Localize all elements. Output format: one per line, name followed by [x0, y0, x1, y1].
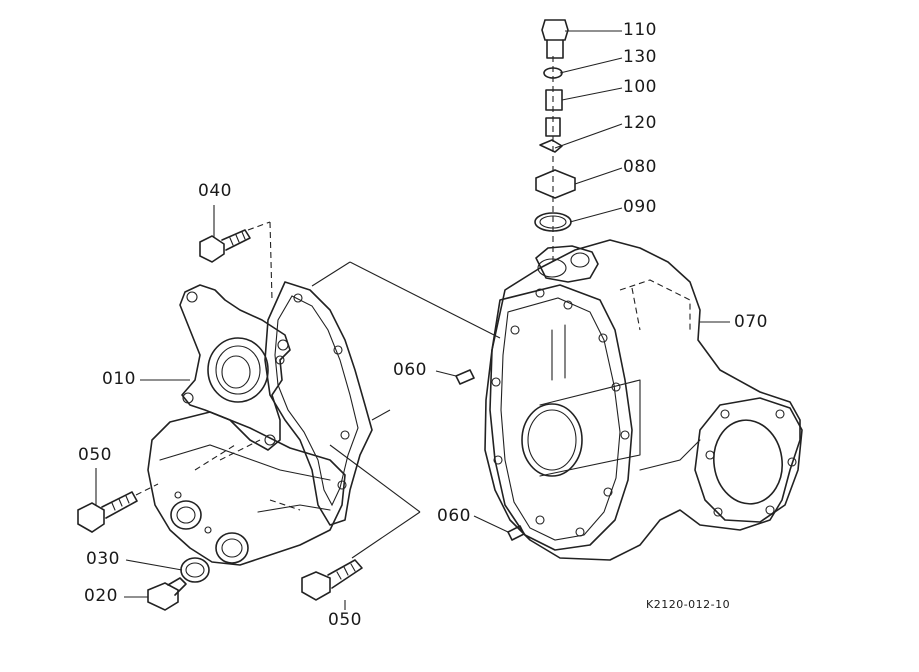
- part-label-060-lower: 060: [437, 506, 471, 526]
- part-label-080: 080: [623, 157, 657, 177]
- washer-030: [180, 557, 210, 583]
- part-label-060-upper: 060: [393, 360, 427, 380]
- part-label-130: 130: [623, 47, 657, 67]
- bolt-050-bottom: [301, 559, 363, 601]
- part-label-120: 120: [623, 113, 657, 133]
- part-label-050-bottom: 050: [328, 610, 362, 630]
- left-housing: [147, 281, 373, 566]
- leader-lines: [95, 30, 730, 610]
- pin-060-lower: [507, 525, 525, 541]
- bolt-040: [199, 229, 251, 263]
- part-label-090: 090: [623, 197, 657, 217]
- plug-020: [147, 577, 187, 611]
- pin-060-upper: [455, 369, 475, 385]
- part-label-040: 040: [198, 181, 232, 201]
- part-label-030: 030: [86, 549, 120, 569]
- part-label-050-left: 050: [78, 445, 112, 465]
- part-label-100: 100: [623, 77, 657, 97]
- part-label-070: 070: [734, 312, 768, 332]
- right-housing: [484, 239, 803, 561]
- top-valve-stack: [534, 19, 576, 232]
- bolt-050-left: [77, 491, 138, 533]
- part-label-010: 010: [102, 369, 136, 389]
- drawing-code: K2120-012-10: [646, 598, 731, 611]
- part-label-110: 110: [623, 20, 657, 40]
- part-label-020: 020: [84, 586, 118, 606]
